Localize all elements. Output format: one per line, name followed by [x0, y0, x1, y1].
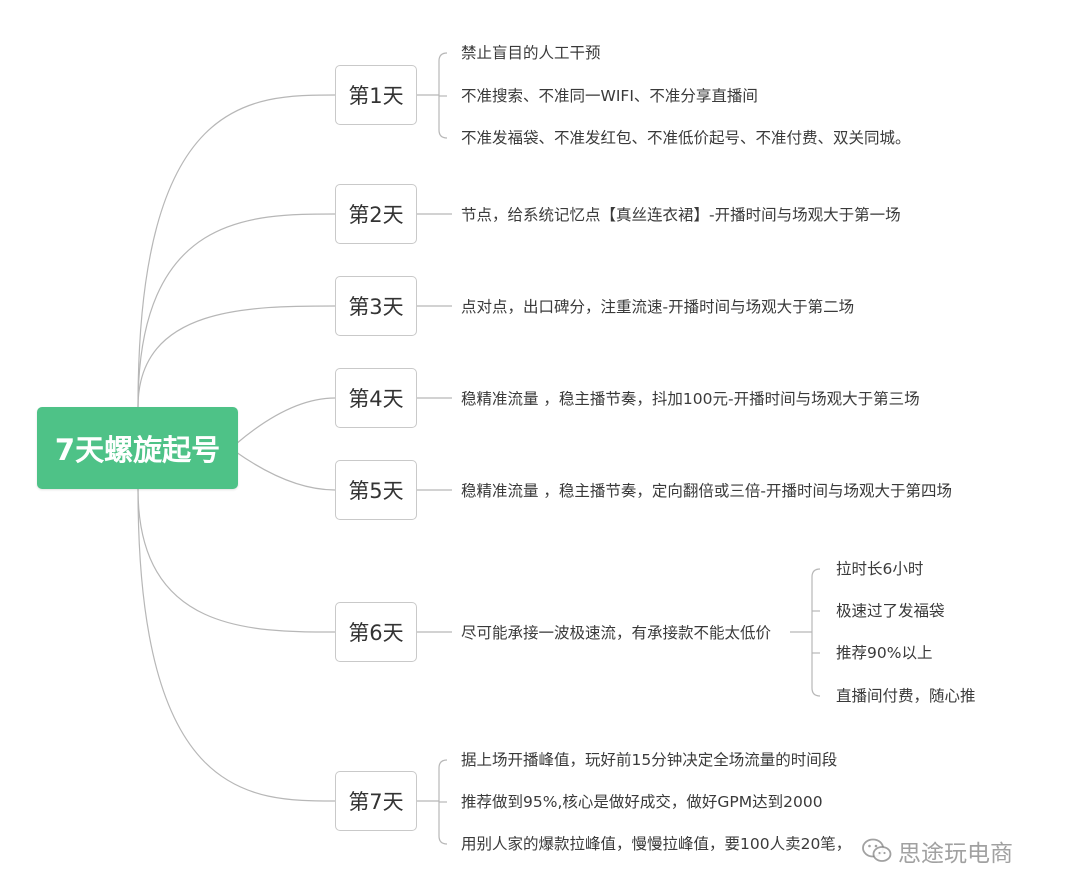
root-node[interactable]: 7天螺旋起号 — [37, 407, 238, 489]
root-node-label: 7天螺旋起号 — [54, 433, 221, 467]
day7-item-2[interactable]: 推荐做到95%,核心是做好成交，做好GPM达到2000 — [461, 793, 823, 811]
day1-item-2[interactable]: 不准搜索、不准同一WIFI、不准分享直播间 — [461, 87, 758, 105]
root-to-day4-line — [235, 397, 336, 445]
day-node-label: 第1天 — [348, 84, 404, 108]
root-to-day6-line — [137, 488, 336, 633]
day2-item-1[interactable]: 节点，给系统记忆点【真丝连衣裙】-开播时间与场观大于第一场 — [461, 206, 901, 224]
day6-subitem-4[interactable]: 直播间付费，随心推 — [836, 687, 976, 705]
day-node-2[interactable]: 第2天 — [335, 184, 417, 244]
root-to-day7-line — [137, 488, 336, 802]
day6-item-1[interactable]: 尽可能承接一波极速流，有承接款不能太低价 — [461, 624, 772, 642]
watermark: 思途玩电商 — [862, 834, 1013, 868]
day1-bracket — [438, 52, 448, 139]
watermark-text: 思途玩电商 — [898, 841, 1013, 867]
day-node-6[interactable]: 第6天 — [335, 602, 417, 662]
day-node-label: 第4天 — [348, 387, 404, 411]
day6-subitem-1[interactable]: 拉时长6小时 — [836, 560, 924, 578]
day4-item-1[interactable]: 稳精准流量 ，稳主播节奏，抖加100元-开播时间与场观大于第三场 — [461, 390, 920, 408]
day6-sub-bracket — [811, 568, 821, 697]
root-to-day1-line — [137, 94, 336, 408]
day6-subitem-3[interactable]: 推荐90%以上 — [836, 644, 933, 662]
day-node-4[interactable]: 第4天 — [335, 368, 417, 428]
day-node-7[interactable]: 第7天 — [335, 771, 417, 831]
day7-bracket — [438, 759, 448, 845]
wechat-logo-icon — [862, 838, 892, 862]
day1-item-3[interactable]: 不准发福袋、不准发红包、不准低价起号、不准付费、双关同城。 — [461, 129, 911, 147]
day7-item-3[interactable]: 用别人家的爆款拉峰值，慢慢拉峰值，要100人卖20笔， — [461, 835, 852, 853]
day7-item-1[interactable]: 据上场开播峰值，玩好前15分钟决定全场流量的时间段 — [461, 751, 838, 769]
day3-item-1[interactable]: 点对点，出口碑分，注重流速-开播时间与场观大于第二场 — [461, 298, 855, 316]
root-to-day2-line — [137, 213, 336, 408]
root-to-day5-line — [235, 451, 336, 491]
day1-item-1[interactable]: 禁止盲目的人工干预 — [461, 44, 601, 62]
root-to-day3-line — [137, 305, 336, 408]
day-node-label: 第6天 — [348, 621, 404, 645]
day-node-1[interactable]: 第1天 — [335, 65, 417, 125]
day5-item-1[interactable]: 稳精准流量 ，稳主播节奏，定向翻倍或三倍-开播时间与场观大于第四场 — [461, 482, 953, 500]
day-node-label: 第7天 — [348, 790, 404, 814]
day-node-3[interactable]: 第3天 — [335, 276, 417, 336]
day-node-label: 第2天 — [348, 203, 404, 227]
day-node-label: 第3天 — [348, 295, 404, 319]
day-node-5[interactable]: 第5天 — [335, 460, 417, 520]
day6-subitem-2[interactable]: 极速过了发福袋 — [836, 602, 945, 620]
day-node-label: 第5天 — [348, 479, 404, 503]
